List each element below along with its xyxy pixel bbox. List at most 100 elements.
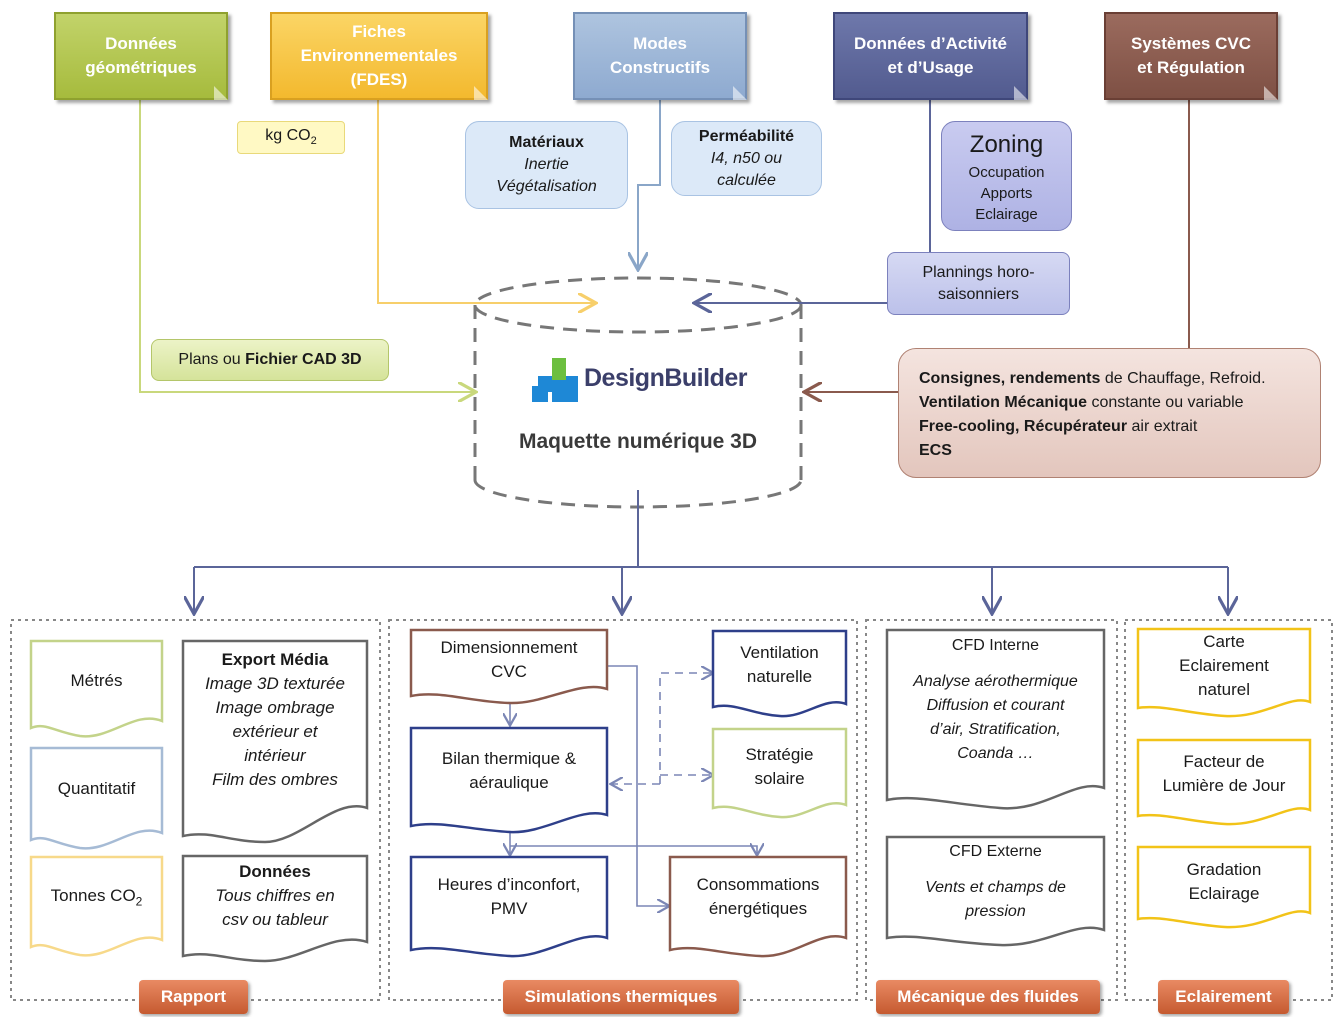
carte-line3: naturel <box>1198 680 1250 699</box>
permeabilite-line1: I4, n50 ou <box>710 149 783 167</box>
consignes-box: Consignes, rendements de Chauffage, Refr… <box>898 348 1321 478</box>
fdes-line2: Environnementales <box>300 46 458 65</box>
consignes-l2-rest: constante ou variable <box>1087 394 1244 411</box>
consommations-doc: Consommations énergétiques <box>670 870 846 924</box>
zoning-title: Zoning <box>969 130 1044 158</box>
activity-line1: Données d’Activité <box>853 34 1008 53</box>
strategie-line1: Stratégie <box>745 745 814 764</box>
consignes-l3-bold: Free-cooling, Récupérateur <box>919 418 1128 435</box>
carte-line1: Carte <box>1203 632 1245 651</box>
export-line4: intérieur <box>244 746 306 765</box>
cfd-ext-line1: Vents et champs de <box>925 879 1066 896</box>
permeabilite-line2: calculée <box>717 171 776 189</box>
output-tree <box>194 490 1228 612</box>
cfd-int-line1: Analyse aérothermique <box>913 673 1078 690</box>
consignes-l4-bold: ECS <box>919 442 952 459</box>
geometry-data-box: Données géométriques <box>54 12 228 100</box>
simulation-dashed-flow <box>612 673 712 784</box>
materiaux-title: Matériaux <box>509 134 584 151</box>
strategie-doc: Stratégie solaire <box>713 740 846 794</box>
geometry-line2: géométriques <box>85 58 197 77</box>
consignes-l1-rest: de Chauffage, Refroid. <box>1100 370 1266 387</box>
materiaux-box: Matériaux Inertie Végétalisation <box>465 121 628 209</box>
plans-box: Plans ou Fichier CAD 3D <box>151 339 389 381</box>
tonnes-co2-doc: Tonnes CO2 <box>31 857 162 941</box>
gradation-line2: Eclairage <box>1188 884 1260 903</box>
gradation-doc: Gradation Eclairage <box>1138 854 1310 910</box>
center-title: Maquette numérique 3D <box>518 430 758 453</box>
export-line1: Image 3D texturée <box>205 674 345 693</box>
plannings-line2: saisonniers <box>938 285 1019 303</box>
kgco2-text: kg CO <box>265 127 311 145</box>
fdes-connector <box>377 100 594 303</box>
permeabilite-title: Perméabilité <box>698 127 795 145</box>
bilan-doc: Bilan thermique & aéraulique <box>411 744 607 798</box>
permeabilite-box: Perméabilité I4, n50 ou calculée <box>671 121 822 196</box>
quantitatif-doc: Quantitatif <box>31 748 162 830</box>
zoning-line3: Eclairage <box>975 205 1038 223</box>
donnees-line1: Tous chiffres en <box>215 886 335 905</box>
activity-box: Données d’Activité et d’Usage <box>833 12 1028 100</box>
quantitatif-label: Quantitatif <box>57 779 136 798</box>
carte-doc: Carte Eclairement naturel <box>1138 628 1310 704</box>
facteur-line2: Lumière de Jour <box>1162 776 1286 795</box>
simulation-flow <box>510 665 757 906</box>
dimensionnement-line1: Dimensionnement <box>440 638 578 657</box>
cfd-ext-title: CFD Externe <box>949 843 1042 860</box>
ventilation-line2: naturelle <box>746 667 813 686</box>
geometry-line1: Données <box>105 34 177 53</box>
fdes-line3: (FDES) <box>350 70 408 89</box>
facteur-doc: Facteur de Lumière de Jour <box>1138 746 1310 802</box>
cfd-int-title: CFD Interne <box>951 637 1040 654</box>
kgco2-sub: 2 <box>310 135 317 148</box>
consignes-l1-bold: Consignes, rendements <box>919 370 1101 387</box>
plans-prefix: Plans ou <box>178 351 246 368</box>
designbuilder-logo-text: DesignBuilder <box>584 364 747 392</box>
simulations-tag: Simulations thermiques <box>503 980 739 1014</box>
plans-bold: Fichier CAD 3D <box>245 351 362 368</box>
cvc-line2: et Régulation <box>1137 58 1245 77</box>
fdes-box: Fiches Environnementales (FDES) <box>270 12 488 100</box>
fdes-line1: Fiches <box>352 22 406 41</box>
consignes-l3-rest: air extrait <box>1127 418 1198 435</box>
donnees-doc: Données Tous chiffres en csv ou tableur <box>183 860 367 932</box>
kg-co2-label: kg CO2 <box>237 121 345 154</box>
carte-line2: Eclairement <box>1179 656 1269 675</box>
materiaux-line1: Inertie <box>524 156 569 173</box>
heures-doc: Heures d’inconfort, PMV <box>411 870 607 924</box>
ventilation-line1: Ventilation <box>740 643 819 662</box>
plannings-box: Plannings horo- saisonniers <box>887 252 1070 315</box>
export-line3: extérieur et <box>232 722 318 741</box>
cfd-int-line2: Diffusion et courant <box>926 697 1065 714</box>
materiaux-line2: Végétalisation <box>496 178 597 195</box>
consommations-line2: énergétiques <box>708 899 808 918</box>
strategie-line2: solaire <box>754 769 805 788</box>
zoning-box: Zoning Occupation Apports Eclairage <box>941 121 1072 231</box>
cfd-int-line3: d’air, Stratification, <box>930 721 1061 738</box>
modes-connector <box>638 100 661 268</box>
cfd-int-line4: Coanda … <box>957 745 1034 762</box>
rapport-tag: Rapport <box>139 980 248 1014</box>
heures-line1: Heures d’inconfort, <box>437 875 581 894</box>
modes-box: Modes Constructifs <box>573 12 747 100</box>
metres-label: Métrés <box>70 671 123 690</box>
export-title: Export Média <box>221 650 329 669</box>
consignes-l2-bold: Ventilation Mécanique <box>919 394 1088 411</box>
zoning-line2: Apports <box>980 184 1033 202</box>
cfd-interne-doc: CFD Interne Analyse aérothermique Diffus… <box>887 634 1104 766</box>
fluides-tag: Mécanique des fluides <box>876 980 1100 1014</box>
cfd-ext-line2: pression <box>965 903 1026 920</box>
cfd-externe-doc: CFD Externe Vents et champs de pression <box>887 840 1104 924</box>
cvc-line1: Systèmes CVC <box>1130 34 1251 53</box>
dimensionnement-doc: Dimensionnement CVC <box>411 634 607 686</box>
modes-line1: Modes <box>633 34 687 53</box>
consommations-line1: Consommations <box>696 875 820 894</box>
bilan-line2: aéraulique <box>469 773 549 792</box>
heures-line2: PMV <box>490 899 528 918</box>
eclairement-tag: Eclairement <box>1158 980 1289 1014</box>
bilan-line1: Bilan thermique & <box>441 749 577 768</box>
export-line5: Film des ombres <box>212 770 338 789</box>
geometry-connector <box>139 100 474 392</box>
export-line2: Image ombrage <box>215 698 335 717</box>
